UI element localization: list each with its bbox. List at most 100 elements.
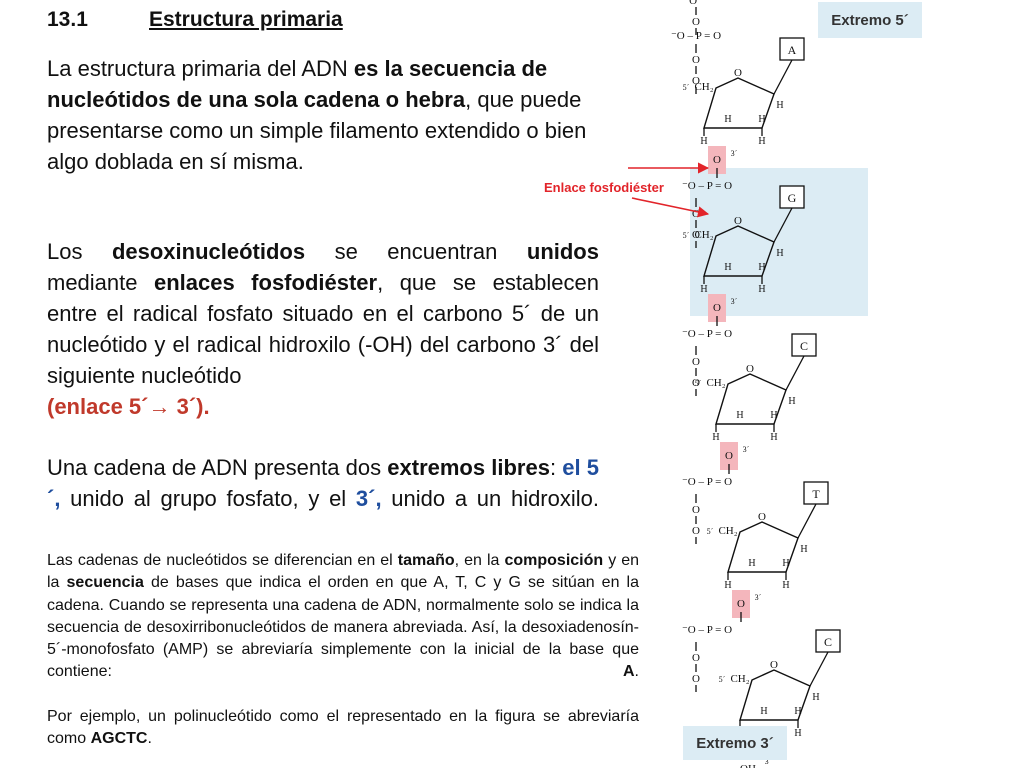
text-run: , en la xyxy=(454,552,505,569)
phosphate-group: ⁻O – P = O xyxy=(682,328,732,340)
base-letter: C xyxy=(800,339,808,353)
hydrogen: H xyxy=(700,284,707,295)
hydrogen: H xyxy=(758,114,765,125)
paragraph-sequence: Las cadenas de nucleótidos se diferencia… xyxy=(47,550,639,706)
ester-oxygen-3: O xyxy=(713,302,721,314)
ch2-group: CH₂ xyxy=(694,81,713,93)
glycosidic-bond xyxy=(809,651,829,687)
ring-oxygen: O xyxy=(770,659,778,671)
phosphate-oxygen: O xyxy=(692,208,700,220)
terminal-hydroxyl: OH xyxy=(740,763,756,768)
text-run: , que se establecen entre el radical fos… xyxy=(47,270,599,388)
text-run: La estructura primaria del ADN xyxy=(47,56,354,81)
phosphate-oxygen-top: O⁻ xyxy=(689,0,703,7)
hydrogen: H xyxy=(800,544,807,555)
hydrogen: H xyxy=(724,114,731,125)
end-3-label: Extremo 3´ xyxy=(696,735,774,752)
hydrogen: H xyxy=(788,396,795,407)
text-run: Por ejemplo, un polinucleótido como el r… xyxy=(47,708,639,748)
text-run: Una cadena de ADN presenta dos xyxy=(47,455,388,480)
glycosidic-bond xyxy=(785,355,805,391)
glycosidic-bond xyxy=(797,503,817,539)
ch2-group: CH₂ xyxy=(730,673,749,685)
carbon-3-label: 3´ xyxy=(731,297,738,306)
end-5-label: Extremo 5´ xyxy=(831,12,909,29)
text-run: unido al grupo fosfato, y el xyxy=(60,486,356,511)
carbon-5-label: 5´ xyxy=(695,379,702,388)
bold-run: composición xyxy=(504,552,604,569)
hydrogen: H xyxy=(736,410,743,421)
hydrogen: H xyxy=(782,580,789,591)
sugar-ring xyxy=(727,521,799,573)
ester-oxygen-3: O xyxy=(713,154,721,166)
hydrogen: H xyxy=(700,136,707,147)
hydroxyl-highlight xyxy=(708,146,726,174)
ring-oxygen: O xyxy=(734,67,742,79)
hydrogen: H xyxy=(758,262,765,273)
ester-oxygen: O xyxy=(692,229,700,241)
carbon-5-label: 5´ xyxy=(707,527,714,536)
ch2-group: CH₂ xyxy=(694,229,713,241)
hydrogen: H xyxy=(812,692,819,703)
text-run: de bases que indica el orden en que A, T… xyxy=(47,574,639,681)
ester-oxygen: O xyxy=(692,673,700,685)
phosphate-oxygen: O xyxy=(692,54,700,66)
carbon-5-label: 5´ xyxy=(683,231,690,240)
section-number: 13.1 xyxy=(47,8,88,31)
base-letter: C xyxy=(824,635,832,649)
bold-run: tamaño xyxy=(397,552,455,569)
bold-run: secuencia xyxy=(66,574,144,592)
bold-run: es la secuencia de nucleótidos de una so… xyxy=(47,56,548,112)
bold-run: unidos xyxy=(526,239,599,264)
end-3-label-box xyxy=(683,726,787,760)
ring-oxygen: O xyxy=(734,215,742,227)
phosphate-group: ⁻O – P = O xyxy=(682,624,732,636)
section-title: Estructura primaria xyxy=(149,8,343,31)
paragraph-abbreviation: Las cadenas de nucleótidos se diferencia… xyxy=(47,550,639,751)
paragraph-example: Por ejemplo, un polinucleótido como el r… xyxy=(47,706,639,751)
hydrogen: H xyxy=(724,262,731,273)
hydroxyl-highlight xyxy=(720,442,738,470)
phosphodiester-highlight xyxy=(690,168,868,316)
carbon-3-label: 3´ xyxy=(765,757,772,766)
phosphate-group: ⁻O – P = O xyxy=(671,30,721,42)
glycosidic-bond xyxy=(773,207,793,243)
paragraph-free-ends: Una cadena de ADN presenta dos extremos … xyxy=(47,452,599,545)
hydrogen: H xyxy=(776,248,783,259)
ch2-group: CH₂ xyxy=(706,377,725,389)
text-run: y en la xyxy=(47,552,640,592)
text-run: : xyxy=(549,455,563,480)
phosphodiester-label: Enlace fosfodiéster xyxy=(544,180,664,195)
ch2-group: CH₂ xyxy=(718,525,737,537)
bond-arrow xyxy=(631,197,710,218)
hydrogen: H xyxy=(758,284,765,295)
ring-oxygen: O xyxy=(758,511,766,523)
hydroxyl-highlight xyxy=(708,294,726,322)
section-heading: 13.1 Estructura primaria xyxy=(47,8,343,32)
end-5-label-box xyxy=(818,2,922,38)
text-run: se encuentran xyxy=(305,239,527,264)
hydrogen: H xyxy=(794,728,801,739)
ring-oxygen: O xyxy=(746,363,754,375)
carbon-5-label: 5´ xyxy=(683,83,690,92)
hydrogen: H xyxy=(758,136,765,147)
text-run: mediante xyxy=(47,270,154,295)
end-5-text: el 5´, xyxy=(47,455,599,511)
sugar-ring xyxy=(703,225,775,277)
sugar-ring xyxy=(739,669,811,721)
paragraph-primary-structure: La estructura primaria del ADN es la sec… xyxy=(47,53,592,177)
bond-direction: (enlace 5´→ 3´). xyxy=(47,394,210,419)
ester-oxygen: O xyxy=(692,525,700,537)
bold-run: AGCTC xyxy=(90,730,148,748)
hydroxyl-highlight xyxy=(732,590,750,618)
sugar-ring xyxy=(715,373,787,425)
text-run: Los xyxy=(47,239,112,264)
bold-run: A xyxy=(622,663,635,681)
ester-oxygen: O xyxy=(692,75,700,87)
end-3-text: 3´, xyxy=(355,486,382,511)
hydrogen: H xyxy=(748,558,755,569)
hydrogen: H xyxy=(776,100,783,111)
ester-oxygen-3: O xyxy=(725,450,733,462)
hydrogen: H xyxy=(770,410,777,421)
paragraph-phosphodiester: Los desoxinucleótidos se encuentran unid… xyxy=(47,236,599,453)
